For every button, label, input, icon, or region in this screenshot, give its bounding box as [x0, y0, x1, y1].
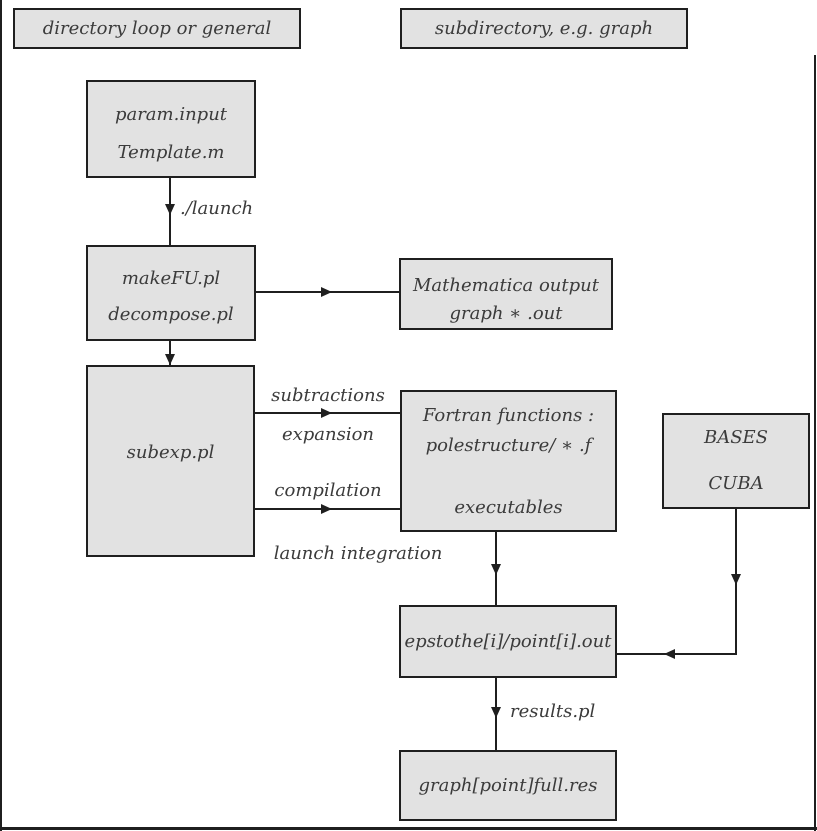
header-subdirectory-label: subdirectory, e.g. graph [434, 17, 654, 39]
arrowhead-right-icon [321, 287, 332, 297]
node-bases-line2: CUBA [708, 473, 764, 494]
node-makefu: makeFU.pl decompose.pl [86, 245, 256, 341]
node-fortran-functions: Fortran functions : polestructure/ ∗ .f … [400, 390, 617, 532]
node-makefu-line1: makeFU.pl [121, 268, 221, 289]
node-fortran-line1: Fortran functions : [422, 405, 595, 426]
node-bases-cuba: BASES CUBA [662, 413, 810, 509]
node-result-line1: graph[point]full.res [418, 774, 598, 796]
arrowhead-left-icon [664, 649, 675, 659]
node-epstothe-line1: epstothe[i]/point[i].out [404, 630, 612, 652]
edge-label-expansion: expansion [281, 424, 375, 445]
connector-bases-left [617, 653, 737, 655]
node-param-input-line2: Template.m [117, 142, 225, 163]
node-epstothe: epstothe[i]/point[i].out [399, 605, 617, 678]
node-bases-line1: BASES [703, 427, 769, 448]
arrowhead-down-icon [731, 574, 741, 585]
header-subdirectory: subdirectory, e.g. graph [400, 8, 688, 49]
node-param-input: param.input Template.m [86, 80, 256, 178]
edge-label-launch: ./launch [180, 198, 254, 219]
frame-left-edge [0, 0, 2, 831]
arrowhead-right-icon [321, 408, 332, 418]
header-directory-loop-label: directory loop or general [42, 17, 272, 39]
frame-bottom-edge [0, 827, 817, 830]
node-subexp-line1: subexp.pl [126, 442, 215, 463]
arrowhead-down-icon [491, 707, 501, 718]
arrowhead-right-icon [321, 504, 332, 514]
node-mathematica-output: Mathematica output graph ∗ .out [399, 258, 613, 330]
edge-label-compilation: compilation [274, 480, 382, 501]
arrowhead-down-icon [165, 204, 175, 215]
edge-label-results: results.pl [510, 701, 596, 722]
header-directory-loop: directory loop or general [13, 8, 301, 49]
node-fortran-line2: polestructure/ ∗ .f [425, 435, 592, 456]
connector-make-subexp [169, 341, 171, 365]
edge-label-subtractions: subtractions [271, 385, 385, 406]
node-mathematica-line2: graph ∗ .out [449, 303, 563, 324]
edge-label-launch-integration: launch integration [273, 543, 443, 564]
node-mathematica-line1: Mathematica output [413, 275, 599, 296]
node-makefu-line2: decompose.pl [108, 304, 234, 325]
node-param-input-line1: param.input [114, 104, 228, 125]
node-fortran-line3: executables [454, 497, 563, 518]
arrowhead-down-icon [165, 354, 175, 365]
arrowhead-down-icon [491, 564, 501, 575]
node-subexp: subexp.pl [86, 365, 255, 557]
node-result: graph[point]full.res [399, 750, 617, 821]
frame-right-edge [814, 55, 816, 831]
